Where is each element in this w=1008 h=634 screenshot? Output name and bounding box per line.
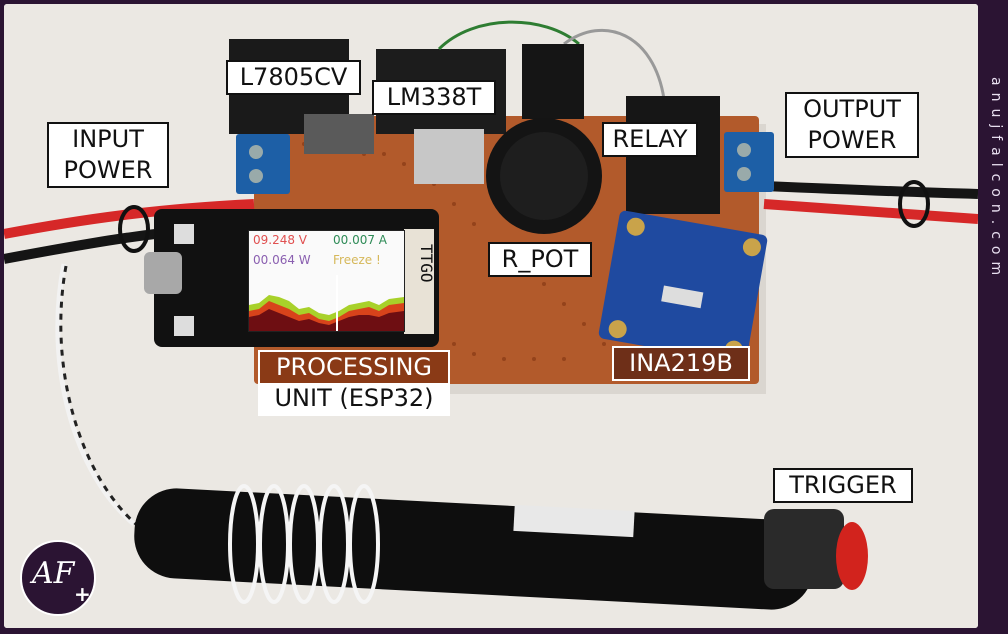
ina219-board xyxy=(598,210,768,363)
label-ina219: INA219B xyxy=(612,346,750,382)
label-trigger: TRIGGER xyxy=(773,468,913,504)
label-input-power-line2: POWER xyxy=(63,156,153,185)
watermark-text: anujfalcon.com xyxy=(988,77,1004,283)
label-processing-line2: UNIT (ESP32) xyxy=(260,383,448,415)
display-graph xyxy=(249,275,404,331)
label-l7805: L7805CV xyxy=(226,60,361,96)
label-input-power: INPUT POWER xyxy=(47,122,169,189)
logo-plus: + xyxy=(74,582,91,606)
display-status: Freeze ! xyxy=(333,253,381,267)
output-terminal xyxy=(724,132,774,192)
label-r-pot: R_POT xyxy=(488,242,592,278)
label-processing-unit: PROCESSING UNIT (ESP32) xyxy=(258,350,450,417)
af-logo: AF + xyxy=(20,540,96,616)
tft-display: 09.248 V 00.007 A 00.064 W Freeze ! xyxy=(248,230,405,332)
label-relay: RELAY xyxy=(602,122,698,158)
logo-text: AF xyxy=(32,556,75,591)
input-terminal xyxy=(236,134,290,194)
label-output-power: OUTPUT POWER xyxy=(785,92,919,159)
label-processing-line1: PROCESSING xyxy=(275,353,433,381)
label-lm338: LM338T xyxy=(372,80,496,116)
display-voltage: 09.248 V xyxy=(253,233,308,247)
ttgo-brand: TTGO xyxy=(417,244,436,283)
label-output-power-line2: POWER xyxy=(807,126,897,155)
trigger-button xyxy=(836,522,868,590)
display-power: 00.064 W xyxy=(253,253,311,267)
label-input-power-line1: INPUT xyxy=(72,125,144,153)
watermark-sidebar xyxy=(978,4,1004,628)
trigger-body xyxy=(134,488,814,610)
label-output-power-line1: OUTPUT xyxy=(803,95,901,123)
display-current: 00.007 A xyxy=(333,233,388,247)
